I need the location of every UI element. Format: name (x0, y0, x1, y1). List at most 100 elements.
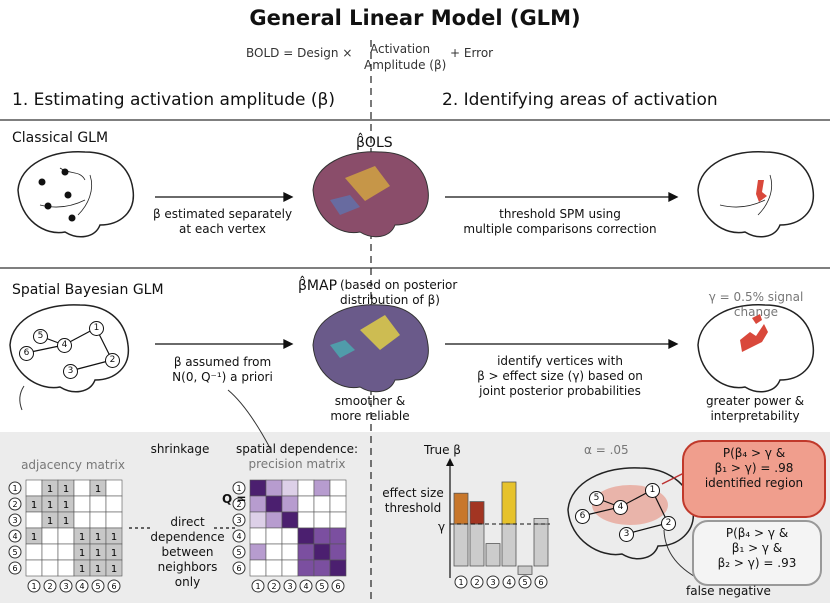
adjacency-cell (89, 511, 107, 529)
adjacency-cell-value: 1 (47, 516, 53, 527)
adjacency-cell-value: 1 (63, 500, 69, 511)
precision-cell (329, 479, 347, 497)
adjacency-cell (25, 559, 43, 577)
bar (533, 518, 549, 525)
row-node-label (232, 497, 246, 511)
bar-node-label (486, 575, 500, 589)
row-node-text: 5 (12, 548, 17, 557)
equation-amplitude: Amplitude (β) (364, 58, 447, 72)
graph-node: 6 (19, 346, 34, 361)
bar-base (469, 523, 485, 567)
adjacency-cell (57, 543, 75, 561)
row-node-text: 3 (236, 516, 241, 525)
precision-cell (313, 559, 331, 577)
adjacency-cell-value: 1 (111, 564, 117, 575)
graph-node: 1 (89, 321, 104, 336)
adjacency-cell-value: 1 (31, 500, 37, 511)
precision-cell (297, 511, 315, 529)
adjacency-cell-value: 1 (63, 484, 69, 495)
precision-cell (329, 495, 347, 513)
classical-label: Classical GLM (12, 130, 109, 146)
adjacency-cell (73, 479, 91, 497)
precision-cell (329, 511, 347, 529)
precision-cell (281, 543, 299, 561)
col-node-label (43, 579, 57, 593)
precision-cell (249, 527, 267, 545)
row-node-text: 3 (12, 516, 17, 525)
adjacency-cell-value: 1 (95, 548, 101, 559)
bar-node-label (454, 575, 468, 589)
adjacency-cell-value: 1 (79, 532, 85, 543)
equation-bold: BOLD = Design × (246, 46, 353, 60)
header-right: 2. Identifying areas of activation (442, 90, 718, 110)
bar-base (501, 523, 517, 567)
gamma-label: γ (438, 520, 446, 534)
precision-cell (265, 479, 283, 497)
bar (517, 565, 533, 575)
precision-cell (297, 543, 315, 561)
brain-map-map (312, 304, 429, 393)
graph-node: 3 (619, 527, 634, 542)
precision-cell (297, 495, 315, 513)
precision-cell (265, 559, 283, 577)
col-node-label (283, 579, 297, 593)
precision-cell (313, 479, 331, 497)
col-node-text: 2 (47, 582, 52, 591)
equation-error: + Error (450, 46, 494, 60)
adjacency-cell (41, 543, 59, 561)
graph-node: 2 (105, 353, 120, 368)
adjacency-cell-value: 1 (63, 516, 69, 527)
graph-node: 4 (57, 338, 72, 353)
adjacency-cell-value: 1 (95, 532, 101, 543)
precision-cell (313, 527, 331, 545)
bar-tick-label: 4 (506, 578, 511, 587)
brain-bayes-left (9, 304, 130, 393)
true-beta-label: True β (424, 443, 461, 457)
signal-label: γ = 0.5% signal change (708, 290, 804, 319)
adjacency-cell-value: 1 (111, 532, 117, 543)
col-node-label (315, 579, 329, 593)
precision-cell (297, 559, 315, 577)
graph-node: 5 (589, 491, 604, 506)
adjacency-cell (57, 527, 75, 545)
false-negative-label: false negative (686, 584, 771, 598)
adjacency-cell (105, 511, 123, 529)
adjacency-cell-value: 1 (95, 564, 101, 575)
adjacency-cell-value: 1 (31, 532, 37, 543)
precision-arrow (227, 389, 271, 449)
adjacency-arrow (19, 385, 25, 411)
equation-activation: Activation (370, 42, 431, 56)
row-node-text: 6 (12, 564, 17, 573)
bar-base (533, 523, 549, 567)
col-node-label (91, 579, 105, 593)
adjacency-cell (57, 559, 75, 577)
power-text: greater power &interpretability (705, 394, 805, 423)
adjacency-cell (105, 479, 123, 497)
adjacency-cell (41, 559, 59, 577)
chart-axis-arrow (446, 458, 454, 466)
col-node-text: 1 (31, 582, 36, 591)
row-node-text: 1 (12, 484, 17, 493)
adjacency-cell (73, 511, 91, 529)
precision-cell (265, 495, 283, 513)
col-node-label (75, 579, 89, 593)
bar (453, 492, 469, 525)
graph-node: 6 (575, 509, 590, 524)
precision-cell (249, 511, 267, 529)
bar-base (453, 523, 469, 567)
row-node-text: 6 (236, 564, 241, 573)
col-node-text: 4 (79, 582, 84, 591)
col-node-label (299, 579, 313, 593)
col-node-label (267, 579, 281, 593)
adjacency-cell (105, 495, 123, 513)
bar-node-label (502, 575, 516, 589)
precision-cell (313, 511, 331, 529)
col-node-label (107, 579, 121, 593)
col-node-text: 2 (271, 582, 276, 591)
col-node-text: 3 (63, 582, 68, 591)
